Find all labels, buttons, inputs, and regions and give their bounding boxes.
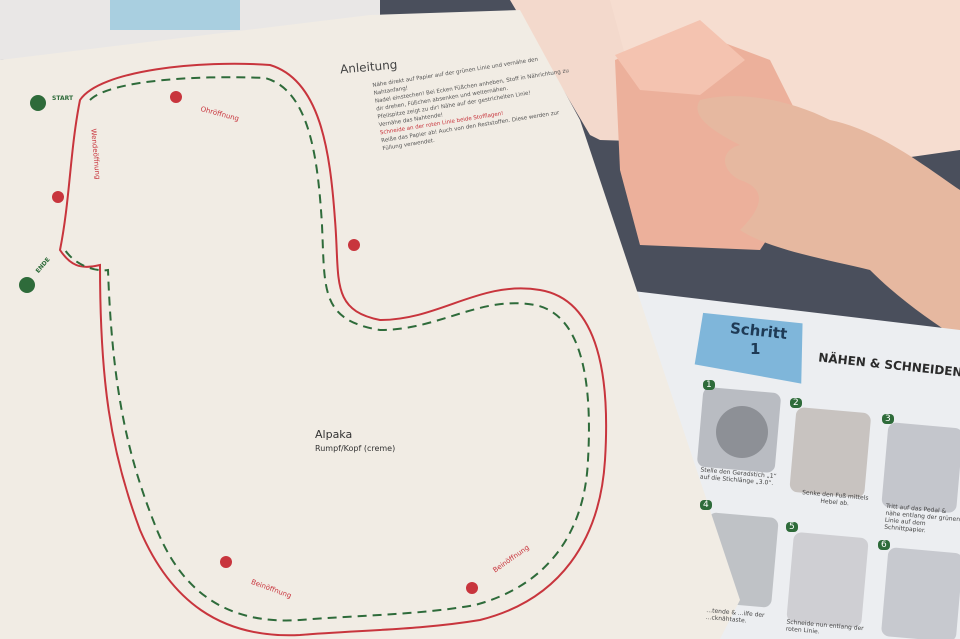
badge-2-end [19, 277, 35, 293]
step-6-photo [881, 547, 960, 639]
stitch-dial [716, 406, 768, 458]
badge-1-start [30, 95, 46, 111]
badge-3-leg-right [466, 582, 478, 594]
step-6-badge: 6 [878, 540, 890, 550]
hand [697, 96, 960, 340]
red-cut-line [58, 62, 608, 637]
pink-fabric-fold [615, 20, 745, 95]
start-label: START [52, 95, 74, 102]
piece-part: Rumpf/Kopf (creme) [315, 444, 396, 453]
green-stitch-line [64, 76, 590, 622]
badge-3-turn [52, 191, 64, 203]
step-3-badge: 3 [882, 414, 894, 424]
piece-name: Alpaka [315, 428, 353, 441]
badge-3-ear [170, 91, 182, 103]
step-2-photo [789, 407, 871, 498]
badge-3-leg-left [220, 556, 232, 568]
badge-3-side [348, 239, 360, 251]
background-blue-card [110, 0, 240, 30]
pattern-sheet [0, 10, 740, 639]
step-1-badge: 1 [703, 380, 715, 390]
step-5-photo [786, 532, 869, 628]
step-5-badge: 5 [786, 522, 798, 532]
step-3-photo [881, 422, 960, 513]
step-2-badge: 2 [790, 398, 802, 408]
schritt-tag [694, 312, 803, 384]
step-tag-number: 1 [750, 340, 761, 358]
step-4-badge: 4 [700, 500, 712, 510]
